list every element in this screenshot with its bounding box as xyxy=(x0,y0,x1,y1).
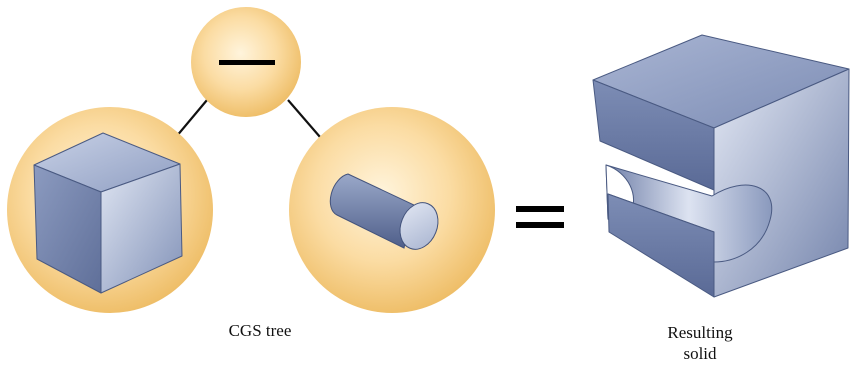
cube-node xyxy=(7,107,213,313)
cube-icon xyxy=(33,132,183,294)
tree-edges xyxy=(175,99,321,138)
edge-left xyxy=(175,99,208,138)
cylinder-node xyxy=(289,107,495,313)
cylinder-icon xyxy=(329,173,439,250)
equals-icon xyxy=(516,206,564,228)
edge-right xyxy=(287,99,321,138)
resulting-solid xyxy=(592,34,850,298)
operator-node xyxy=(191,7,301,117)
minus-icon xyxy=(219,60,275,65)
cgs-tree-caption: CGS tree xyxy=(228,321,292,340)
resulting-solid-caption-line2: solid xyxy=(683,344,717,363)
resulting-solid-caption-line1: Resulting xyxy=(667,323,733,342)
resulting-solid-caption: Resulting solid xyxy=(640,322,760,364)
